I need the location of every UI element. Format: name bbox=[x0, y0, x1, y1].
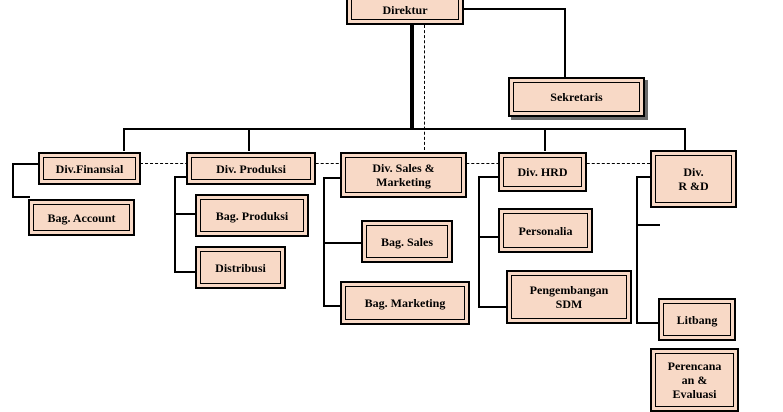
connector-line bbox=[636, 224, 660, 226]
connector-line bbox=[174, 213, 196, 215]
dashed-connector bbox=[424, 25, 425, 150]
connector-line bbox=[12, 163, 14, 198]
connector-line bbox=[12, 196, 30, 198]
bag-produksi-box: Bag. Produksi bbox=[195, 194, 309, 237]
connector-line bbox=[323, 242, 363, 244]
bag-account-box: Bag. Account bbox=[28, 199, 135, 236]
div-finansial-box: Div.Finansial bbox=[38, 152, 141, 185]
sekretaris-box: Sekretaris bbox=[508, 77, 645, 117]
litbang-box: Litbang bbox=[658, 298, 736, 341]
connector-line bbox=[174, 271, 196, 273]
perencanaan-evaluasi-box: Perencana an & Evaluasi bbox=[650, 348, 739, 412]
connector-line bbox=[478, 306, 508, 308]
connector-line bbox=[12, 163, 40, 165]
connector-line bbox=[174, 176, 188, 178]
connector-line bbox=[636, 176, 638, 324]
div-hrd-box: Div. HRD bbox=[498, 152, 587, 192]
div-produksi-box: Div. Produksi bbox=[186, 152, 316, 185]
connector-line bbox=[123, 128, 686, 130]
connector-line bbox=[636, 322, 660, 324]
direktur-box: Direktur bbox=[346, 0, 464, 25]
connector-line bbox=[636, 176, 652, 178]
connector-line bbox=[174, 176, 176, 273]
connector-line bbox=[123, 128, 125, 151]
div-sales-marketing-box: Div. Sales & Marketing bbox=[340, 152, 467, 198]
connector-line bbox=[462, 8, 566, 10]
connector-line bbox=[684, 128, 686, 151]
personalia-box: Personalia bbox=[498, 208, 593, 253]
connector-line bbox=[478, 176, 500, 178]
div-rnd-box: Div. R &D bbox=[650, 150, 737, 208]
pengembangan-sdm-box: Pengembangan SDM bbox=[506, 270, 632, 324]
connector-line bbox=[544, 128, 546, 151]
connector-line bbox=[410, 25, 414, 130]
bag-marketing-box: Bag. Marketing bbox=[340, 281, 470, 325]
connector-line bbox=[248, 128, 250, 151]
connector-line bbox=[478, 236, 500, 238]
connector-line bbox=[564, 8, 566, 78]
connector-line bbox=[323, 177, 340, 179]
connector-line bbox=[478, 176, 480, 308]
distribusi-box: Distribusi bbox=[195, 246, 286, 289]
connector-line bbox=[323, 305, 340, 307]
bag-sales-box: Bag. Sales bbox=[361, 220, 453, 263]
